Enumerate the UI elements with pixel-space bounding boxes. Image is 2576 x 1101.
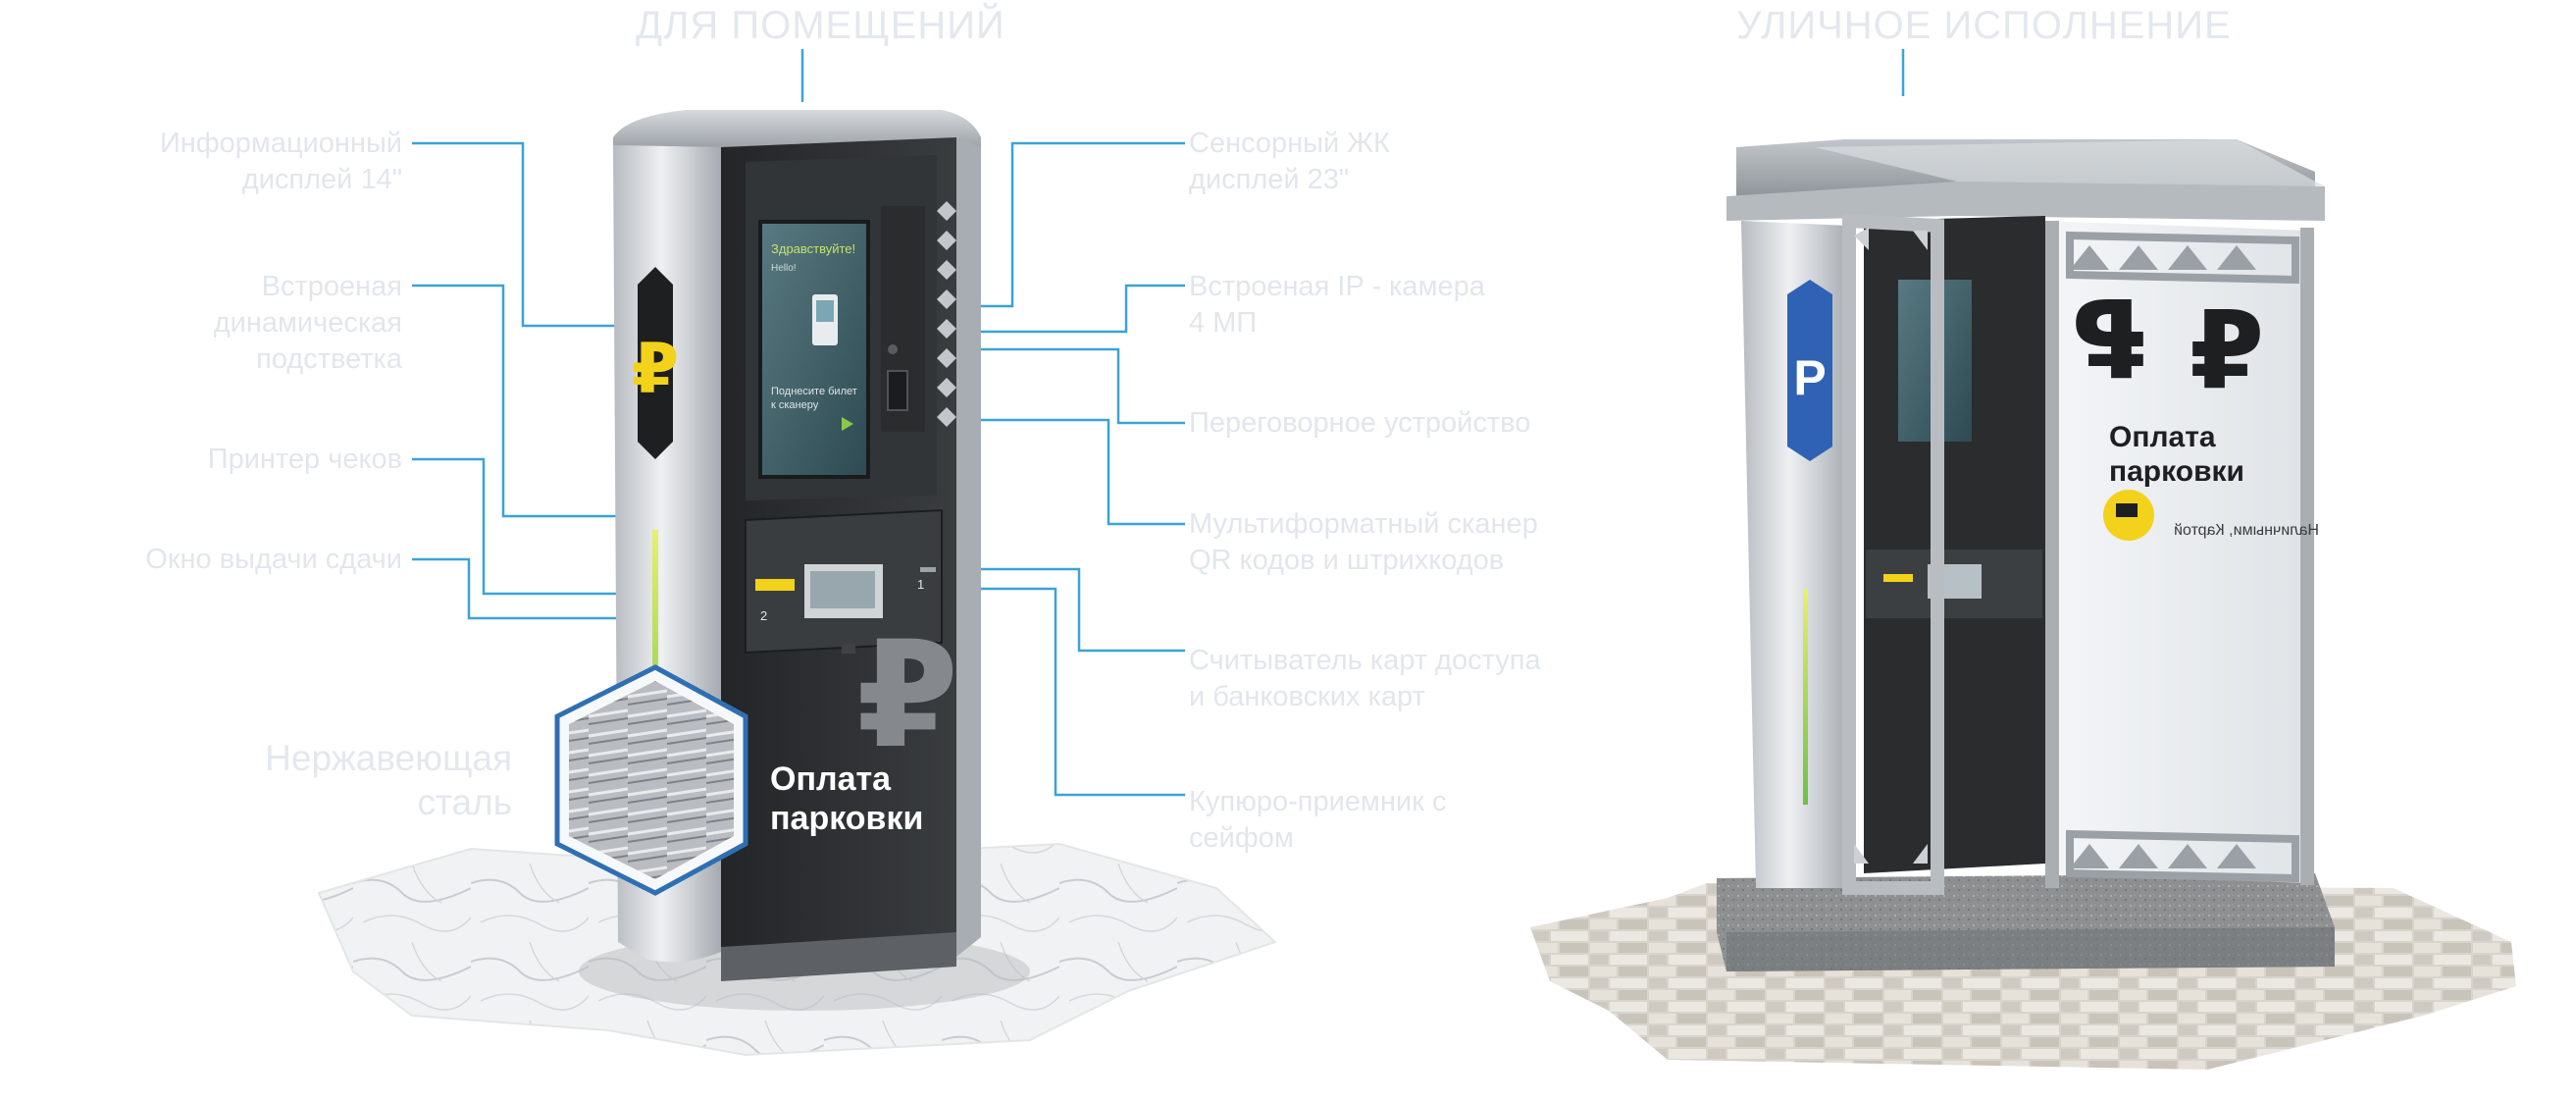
slot-1-number: 1 — [917, 577, 924, 592]
callout-touch-display-line-2: дисплей 23" — [1189, 164, 1350, 195]
callout-scanner-line-1: Мультиформатный сканер — [1189, 508, 1538, 540]
slot-2-number: 2 — [760, 608, 767, 623]
callout-lighting-line-3: подстветка — [256, 343, 402, 375]
screen-prompt-line-2: к сканеру — [771, 399, 819, 411]
callout-intercom-line-1: Переговорное устройство — [1189, 407, 1531, 439]
indoor-front-ruble-icon: ₽ — [856, 612, 958, 777]
outdoor-label-line-2: парковки — [2109, 455, 2244, 488]
callout-info-display-line-2: дисплей 14" — [241, 164, 402, 195]
callout-lighting: Встроеная динамическая подстветка — [214, 269, 402, 378]
callout-bill-acceptor: Купюро-приемник с сейфом — [1189, 784, 1446, 857]
material-label-line-2: сталь — [417, 782, 512, 822]
callout-change-window-line-1: Окно выдачи сдачи — [145, 544, 402, 575]
leader-lines — [412, 49, 1905, 797]
callout-touch-display: Сенсорный ЖК дисплей 23" — [1189, 126, 1390, 198]
callout-touch-display-line-1: Сенсорный ЖК — [1189, 128, 1390, 159]
outdoor-mirrored-ruble-icon: ₽ — [2072, 281, 2147, 401]
callout-card-reader-line-1: Считыватель карт доступа — [1189, 645, 1541, 676]
callout-ip-camera-line-1: Встроеная IP - камера — [1189, 271, 1485, 302]
callout-change-window: Окно выдачи сдачи — [145, 542, 402, 578]
callout-info-display-line-1: Информационный — [159, 128, 402, 159]
callout-receipt-printer: Принтер чеков — [208, 442, 402, 478]
indoor-label-line-2: парковки — [770, 800, 923, 837]
outdoor-label-line-1: Оплата — [2109, 421, 2216, 453]
outdoor-ruble-icon: ₽ — [2190, 290, 2265, 411]
outdoor-kiosk: P — [1530, 139, 2516, 1070]
material-label: Нержавеющая сталь — [265, 736, 512, 824]
callout-lighting-line-2: динамическая — [213, 307, 402, 339]
callout-intercom: Переговорное устройство — [1189, 405, 1530, 442]
callout-receipt-printer-line-1: Принтер чеков — [207, 444, 402, 475]
screen-prompt-line-1: Поднесите билет — [771, 386, 857, 397]
indoor-section-title: ДЛЯ ПОМЕЩЕНИЙ — [636, 4, 1005, 47]
material-label-line-1: Нержавеющая — [265, 738, 512, 778]
screen-sub: Hello! — [771, 263, 797, 274]
indoor-kiosk: ₽ Здравствуйте! Hello! Поднесите билет к… — [317, 110, 1277, 1057]
indoor-side-ruble-icon: ₽ — [632, 331, 680, 407]
callout-bill-acceptor-line-2: сейфом — [1189, 822, 1294, 854]
callout-bill-acceptor-line-1: Купюро-приемник с — [1189, 786, 1447, 817]
outdoor-mirrored-text: Наличными, Картой — [2174, 522, 2319, 539]
callout-card-reader: Считыватель карт доступа и банковских ка… — [1189, 643, 1541, 715]
callout-scanner: Мультиформатный сканер QR кодов и штрихк… — [1189, 506, 1538, 579]
callout-ip-camera: Встроеная IP - камера 4 МП — [1189, 269, 1485, 341]
outdoor-section-title: УЛИЧНОЕ ИСПОЛНЕНИЕ — [1736, 4, 2232, 47]
callout-card-reader-line-2: и банковских карт — [1189, 681, 1425, 712]
callout-info-display: Информационный дисплей 14" — [160, 126, 402, 198]
callout-ip-camera-line-2: 4 МП — [1189, 307, 1258, 339]
callout-lighting-line-1: Встроеная — [261, 271, 402, 302]
indoor-label-line-1: Оплата — [770, 760, 892, 798]
outdoor-side-p-icon: P — [1793, 350, 1826, 405]
screen-greeting: Здравствуйте! — [771, 241, 855, 256]
callout-scanner-line-2: QR кодов и штрихкодов — [1189, 545, 1505, 576]
